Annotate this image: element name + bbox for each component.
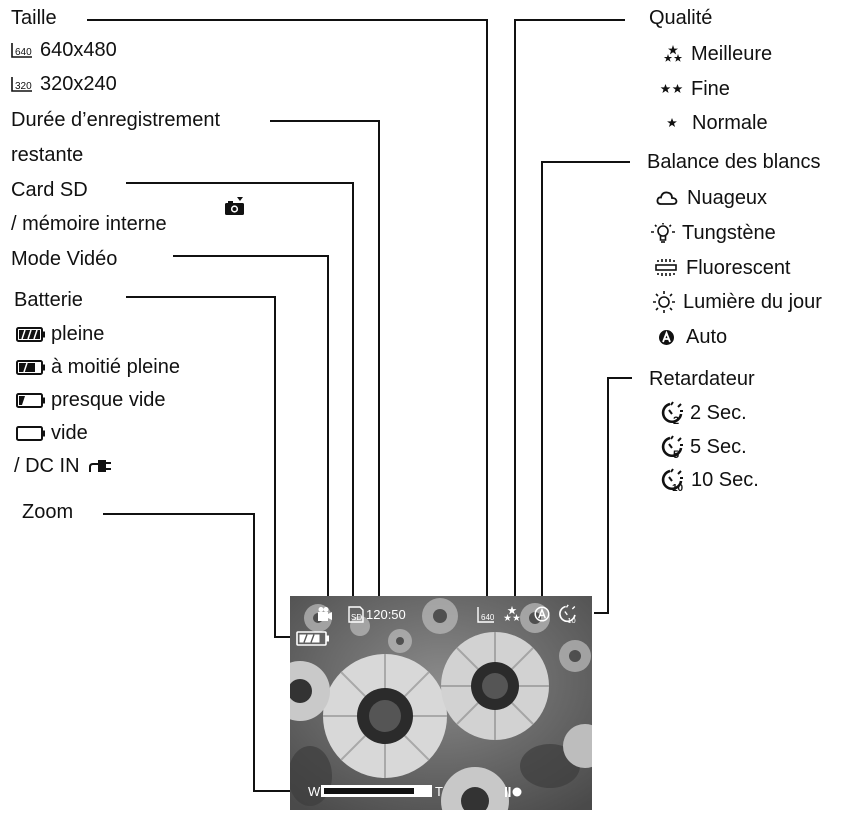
zoom-t-label: T <box>435 784 443 799</box>
quality-normal-item: Normale <box>666 111 768 135</box>
label-mode-video: Mode Vidéo <box>11 248 118 270</box>
dc-in-item: / DC IN <box>14 454 112 478</box>
label-card-sd: Card SD <box>11 179 88 201</box>
sd-card-icon-text: SD <box>351 613 362 622</box>
battery-empty-item: vide <box>16 421 88 445</box>
auto-wb-icon <box>658 329 675 346</box>
label-retardateur: Retardateur <box>649 368 755 390</box>
timer-5-icon-text: 5 <box>673 449 679 459</box>
qualite-leader <box>514 19 625 610</box>
quality-best-icon <box>663 44 683 64</box>
dc-in-label: / DC IN <box>14 455 80 477</box>
wb-daylight-item: Lumière du jour <box>652 290 822 314</box>
quality-fine-icon <box>660 83 683 95</box>
battery-low-icon <box>16 392 46 408</box>
battery-low-label: presque vide <box>51 389 166 411</box>
label-memoire-interne: / mémoire interne <box>11 213 167 235</box>
quality-best-label: Meilleure <box>691 43 773 65</box>
zoom-w-label: W <box>308 784 321 799</box>
quality-normal-icon <box>666 117 678 129</box>
label-batterie: Batterie <box>14 289 83 311</box>
size-320-label: 320x240 <box>40 73 117 95</box>
wb-auto-item: Auto <box>658 325 727 349</box>
label-taille: Taille <box>11 7 57 29</box>
record-icon <box>504 786 522 801</box>
wb-tungsten-label: Tungstène <box>682 222 776 244</box>
battery-half-item: à moitié pleine <box>16 355 180 379</box>
sunflower-photo <box>290 596 592 810</box>
size-320-icon: 320 <box>11 76 33 92</box>
timer-5-label: 5 Sec. <box>690 436 747 458</box>
wb-fluorescent-item: Fluorescent <box>654 256 791 280</box>
battery-full-icon <box>16 326 46 342</box>
timer-2-item: 2 2 Sec. <box>661 401 747 425</box>
size-indicator-text: 640 <box>481 613 495 622</box>
duree-leader <box>270 120 380 610</box>
label-duree: Durée d’enregistrement <box>11 109 220 131</box>
label-qualite: Qualité <box>649 7 713 29</box>
balance-leader <box>541 161 630 610</box>
tungsten-icon <box>650 222 676 244</box>
quality-fine-item: Fine <box>660 77 730 101</box>
battery-empty-label: vide <box>51 422 88 444</box>
size-320-icon-text: 320 <box>15 81 32 92</box>
wb-cloudy-item: Nuageux <box>656 186 767 210</box>
battery-indicator-icon <box>296 631 330 649</box>
quality-indicator-icon <box>503 605 521 626</box>
battery-empty-icon <box>16 425 46 441</box>
daylight-icon <box>652 290 676 314</box>
wb-cloudy-label: Nuageux <box>687 187 768 209</box>
video-mode-icon <box>317 606 333 625</box>
remaining-time: 120:50 <box>366 607 406 622</box>
timer-indicator-icon: 10 <box>558 604 580 627</box>
timer-2-icon-text: 2 <box>673 415 679 425</box>
sunflower-right <box>441 632 549 740</box>
size-640-label: 640x480 <box>40 39 117 61</box>
zoom-leader <box>103 513 307 792</box>
wb-fluorescent-label: Fluorescent <box>686 257 791 279</box>
self-timer-icon: 5 <box>661 435 685 459</box>
battery-low-item: presque vide <box>16 388 166 412</box>
mode-leader <box>173 255 329 610</box>
wb-indicator-icon <box>534 606 550 625</box>
timer-10-item: 10 10 Sec. <box>661 468 759 492</box>
wb-tungsten-item: Tungstène <box>650 221 776 245</box>
sunflower-left <box>323 654 447 778</box>
battery-full-item: pleine <box>16 322 104 346</box>
retard-leader <box>594 377 632 614</box>
wb-auto-label: Auto <box>686 326 728 348</box>
battery-half-icon <box>16 359 46 375</box>
wb-daylight-label: Lumière du jour <box>683 291 822 313</box>
timer-5-item: 5 5 Sec. <box>661 435 747 459</box>
quality-best-item: Meilleure <box>663 42 772 66</box>
fluorescent-icon <box>654 258 678 278</box>
self-timer-icon: 10 <box>661 468 687 492</box>
batterie-leader <box>126 296 292 638</box>
dc-plug-icon <box>88 459 112 473</box>
camera-lcd-screen: SD 120:50 640 10 W T <box>290 596 592 810</box>
timer-2-label: 2 Sec. <box>690 402 747 424</box>
size-indicator-icon: 640 <box>477 606 495 626</box>
zoom-bar <box>321 785 432 797</box>
size-320-item: 320 320x240 <box>11 72 117 96</box>
timer-indicator-text: 10 <box>567 616 575 624</box>
battery-half-label: à moitié pleine <box>51 356 180 378</box>
label-zoom: Zoom <box>22 501 74 523</box>
size-640-item: 640 640x480 <box>11 38 117 62</box>
label-restante: restante <box>11 144 84 166</box>
size-640-icon: 640 <box>11 42 33 58</box>
timer-10-icon-text: 10 <box>672 483 684 492</box>
cloudy-icon <box>656 189 678 207</box>
timer-10-label: 10 Sec. <box>691 469 759 491</box>
self-timer-icon: 2 <box>661 401 685 425</box>
sd-card-icon: SD <box>347 606 365 626</box>
camera-icon <box>224 196 246 216</box>
zoom-level-fill <box>324 788 414 794</box>
battery-full-label: pleine <box>51 323 105 345</box>
size-640-icon-text: 640 <box>15 47 32 58</box>
quality-fine-label: Fine <box>691 78 730 100</box>
label-balance-blancs: Balance des blancs <box>647 151 821 173</box>
quality-normal-label: Normale <box>692 112 768 134</box>
